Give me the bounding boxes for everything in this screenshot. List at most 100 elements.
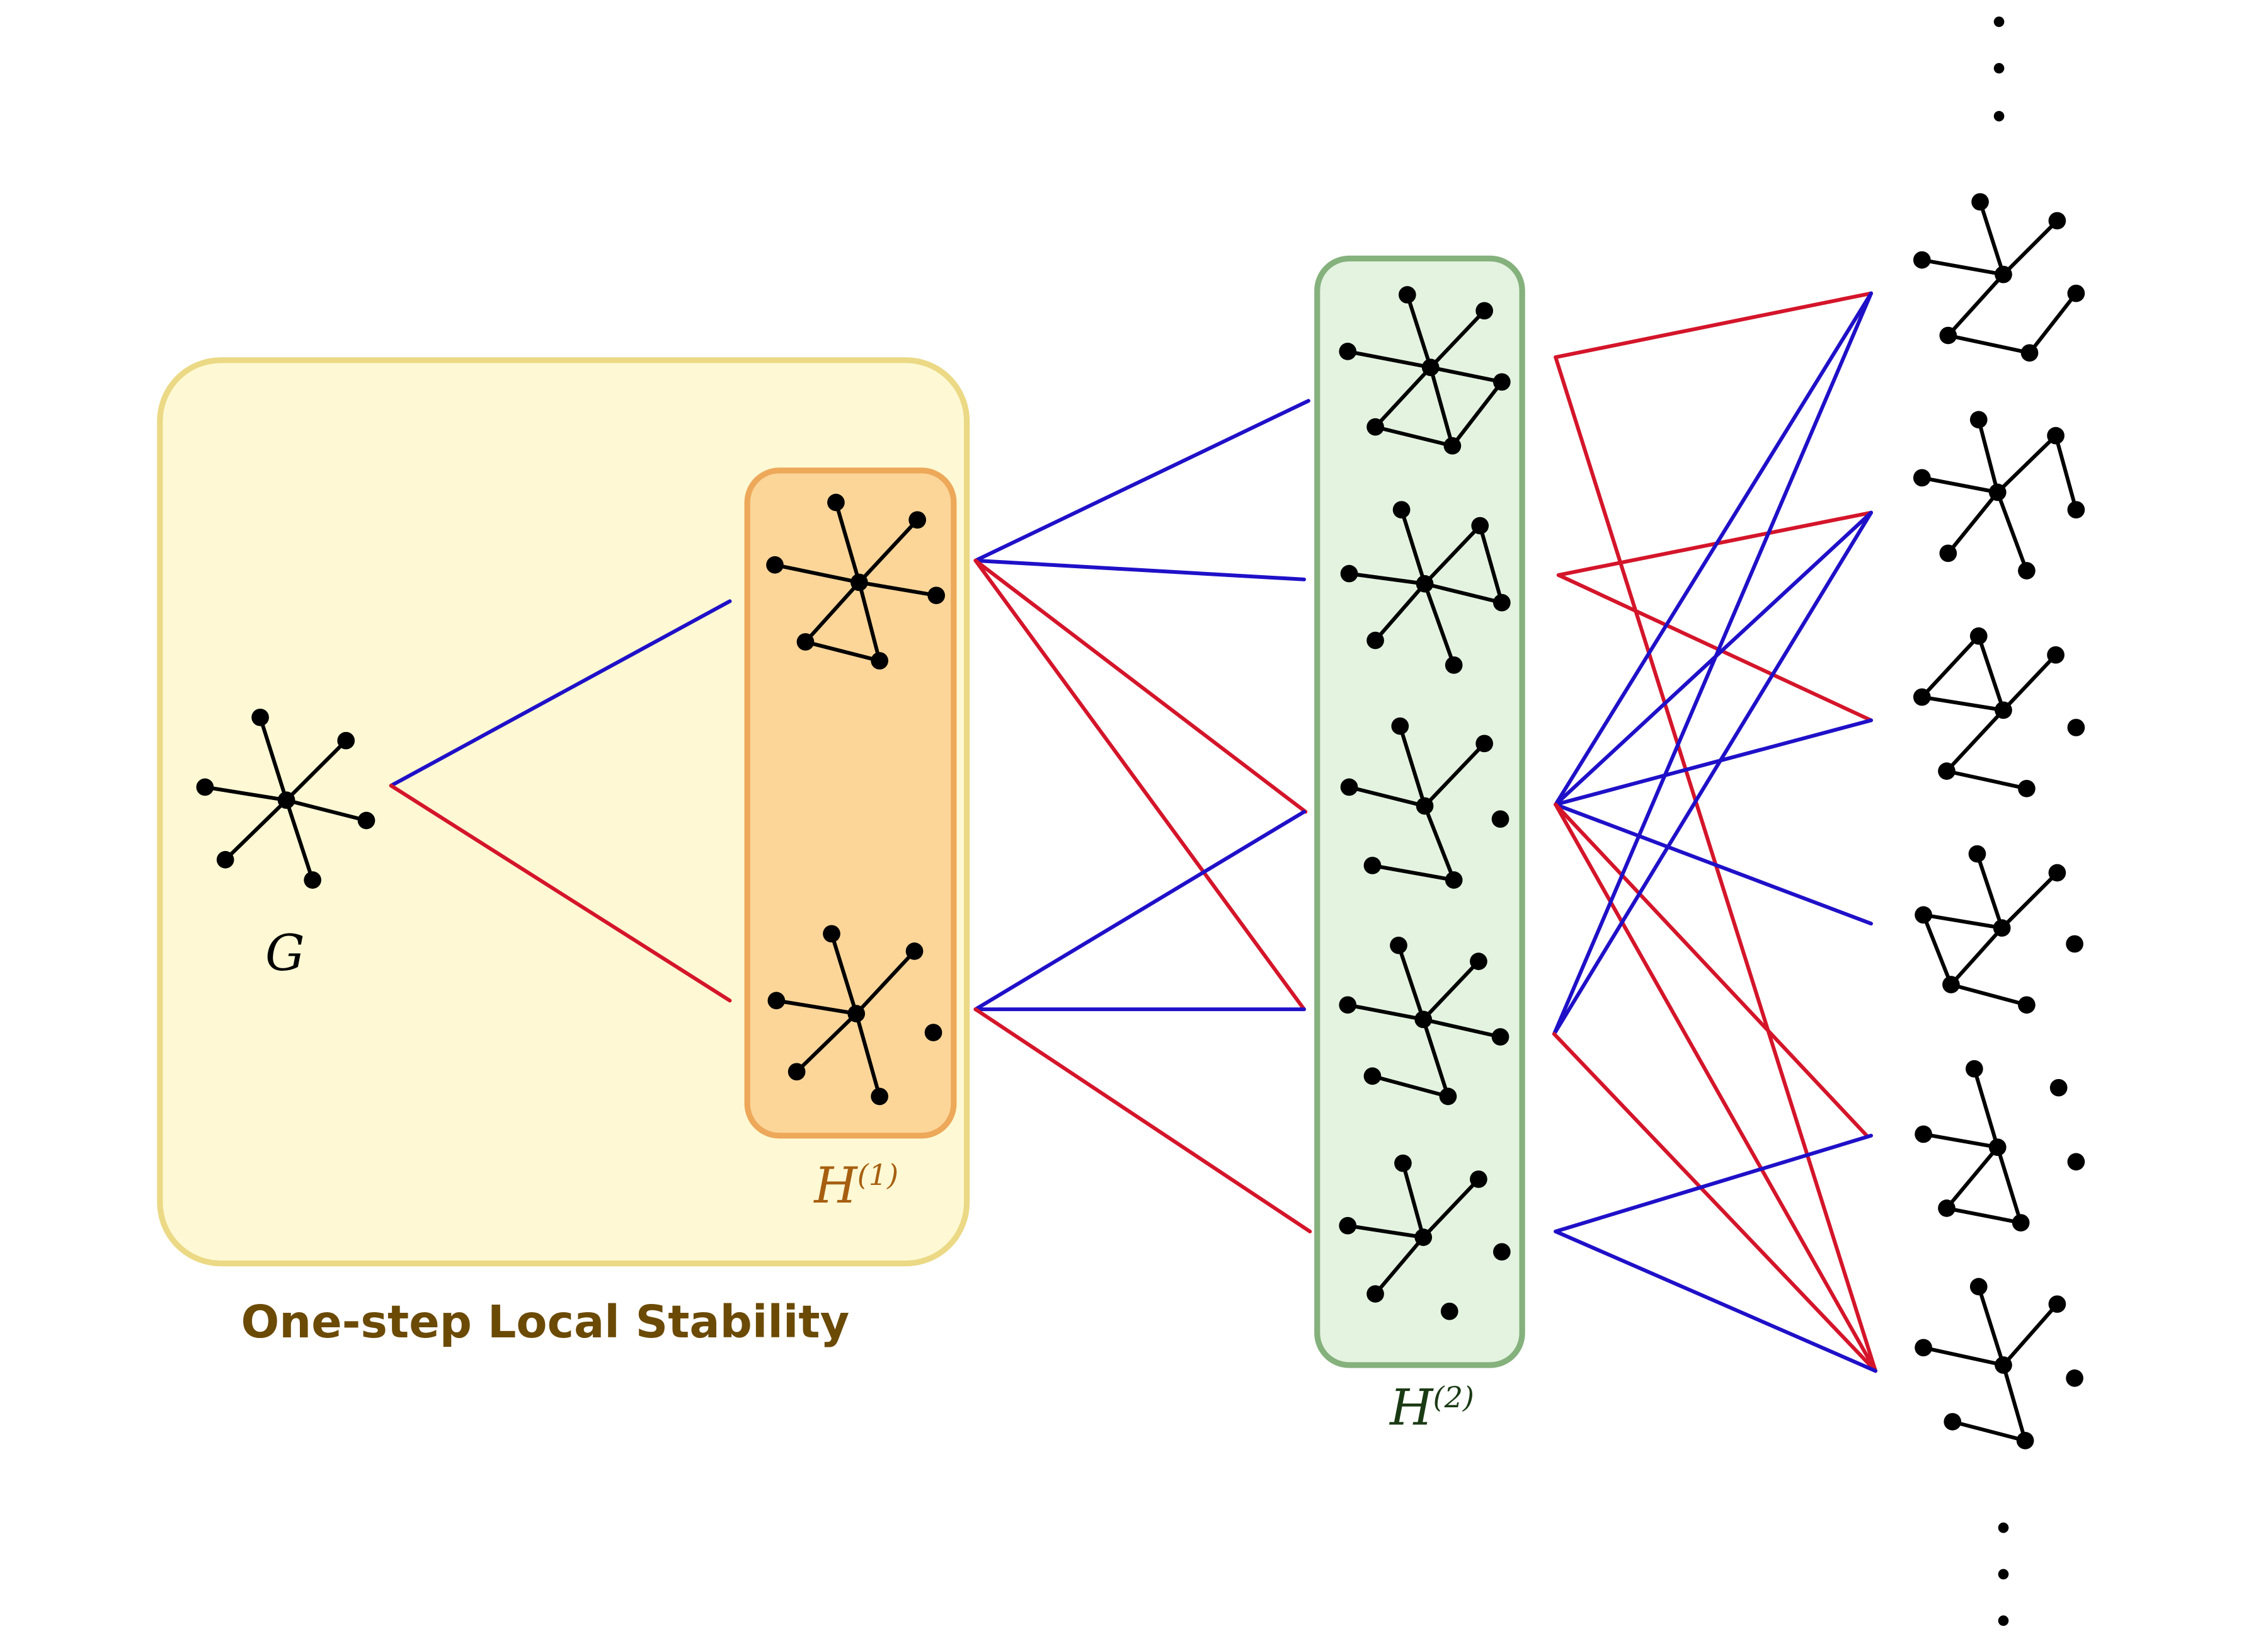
red-edge bbox=[1554, 803, 1869, 1138]
graph-r-5 bbox=[1915, 1060, 2085, 1232]
graph-node bbox=[1339, 343, 1357, 360]
graph-edge bbox=[1346, 1223, 1426, 1240]
graph-edge bbox=[1920, 476, 2000, 495]
graph-node bbox=[767, 992, 786, 1010]
red-edge bbox=[1556, 573, 1873, 723]
graph-node bbox=[1942, 976, 1960, 993]
graph-edge bbox=[1423, 741, 1487, 808]
graph-center-node bbox=[1421, 358, 1440, 377]
graph-edge bbox=[857, 580, 939, 598]
graph-edge bbox=[2027, 291, 2078, 355]
graph-edge bbox=[1922, 1346, 2005, 1367]
graph-edge bbox=[1428, 365, 1504, 384]
graph-edge bbox=[1922, 1132, 2000, 1150]
graph-node bbox=[357, 811, 375, 830]
h1-label-base: H bbox=[813, 1157, 858, 1215]
graph-node bbox=[2018, 562, 2036, 580]
graph-edge bbox=[1944, 769, 2029, 791]
graph-center-node bbox=[847, 1005, 866, 1022]
graph-edge bbox=[1346, 349, 1433, 370]
graph-node bbox=[1363, 857, 1382, 874]
graph-edge bbox=[1397, 943, 1426, 1022]
graph-drawings bbox=[196, 193, 2085, 1449]
graph-r-2 bbox=[1913, 411, 2085, 580]
graph-node bbox=[196, 778, 214, 796]
graph-node bbox=[1969, 627, 1988, 645]
graph-edge bbox=[1400, 1161, 1426, 1240]
blue-edge bbox=[389, 599, 732, 788]
graph-edge bbox=[1373, 365, 1433, 429]
graph-edge bbox=[1421, 959, 1480, 1022]
graph-node bbox=[1399, 286, 1416, 304]
graph-node bbox=[1366, 631, 1384, 649]
graph-node bbox=[871, 652, 888, 670]
ellipsis-dot bbox=[1998, 1522, 2009, 1533]
graph-node bbox=[1938, 762, 1956, 780]
h1-label: H(1) bbox=[813, 1157, 898, 1215]
graph-node bbox=[1493, 373, 1511, 391]
graph-edge bbox=[1995, 490, 2029, 573]
graph-node bbox=[1391, 717, 1409, 735]
graph-g-label: G bbox=[265, 925, 305, 982]
graph-node bbox=[2020, 344, 2039, 362]
graph-node bbox=[337, 731, 355, 750]
graph-edge bbox=[2000, 871, 2059, 930]
graph-edge bbox=[803, 580, 861, 644]
graph-node bbox=[1491, 810, 1509, 828]
graph-node bbox=[2047, 646, 2065, 664]
graph-edge bbox=[794, 1012, 859, 1074]
graph-node bbox=[2048, 212, 2066, 230]
graph-node bbox=[1439, 1087, 1457, 1106]
graph-h2-5 bbox=[1339, 1154, 1511, 1320]
graph-node bbox=[1366, 1285, 1384, 1303]
graph-center-node bbox=[1414, 1010, 1433, 1029]
graph-node bbox=[1969, 411, 1988, 429]
ellipsis-dot bbox=[1993, 16, 2005, 27]
graph-node bbox=[1938, 1199, 1956, 1217]
graph-node bbox=[823, 925, 840, 943]
graph-edge bbox=[1373, 1235, 1426, 1296]
graph-node bbox=[216, 850, 234, 869]
graph-g bbox=[196, 708, 375, 889]
ellipsis-dot bbox=[1998, 1569, 2009, 1580]
blue-edge bbox=[973, 558, 1306, 581]
graph-node bbox=[2048, 864, 2066, 882]
graph-node bbox=[2066, 935, 2083, 953]
graph-node bbox=[766, 556, 784, 574]
graph-edge bbox=[1922, 913, 1953, 986]
graph-edge bbox=[1944, 708, 2005, 774]
graph-edge bbox=[1975, 852, 2004, 930]
graph-node bbox=[1969, 1278, 1988, 1296]
graph-edge bbox=[1423, 581, 1504, 605]
graph-node bbox=[1443, 437, 1462, 455]
graph-node bbox=[1944, 1413, 1962, 1431]
graph-center-node bbox=[277, 791, 295, 809]
graph-edge bbox=[1920, 634, 1981, 699]
graph-edge bbox=[1373, 581, 1427, 643]
graph-node bbox=[1470, 1170, 1487, 1188]
graph-node bbox=[1913, 469, 1931, 487]
graph-node bbox=[1913, 251, 1931, 269]
blue-edge bbox=[1552, 291, 1873, 1036]
graph-node bbox=[924, 1024, 942, 1041]
graph-edge bbox=[1995, 433, 2058, 495]
graph-node bbox=[2048, 1295, 2066, 1313]
graph-edge bbox=[857, 580, 882, 663]
graph-edge bbox=[1428, 309, 1487, 370]
graph-node bbox=[1394, 1154, 1412, 1172]
graph-center-node bbox=[1995, 1356, 2012, 1374]
ellipsis-dot bbox=[1993, 63, 2005, 74]
graph-node bbox=[1493, 593, 1511, 612]
graph-edge bbox=[1370, 1074, 1450, 1099]
graph-node bbox=[1340, 564, 1358, 583]
graph-node bbox=[1966, 1060, 1983, 1078]
graph-node bbox=[1339, 1216, 1357, 1235]
graph-edge bbox=[1976, 634, 2005, 712]
graph-node bbox=[2049, 1078, 2068, 1097]
graph-edge bbox=[1347, 785, 1427, 808]
red-edge bbox=[973, 558, 1306, 1012]
graph-center-node bbox=[1988, 483, 2007, 501]
graph-edge bbox=[1423, 581, 1456, 667]
graph-edge bbox=[1946, 333, 2032, 355]
graph-edge bbox=[1398, 724, 1427, 808]
